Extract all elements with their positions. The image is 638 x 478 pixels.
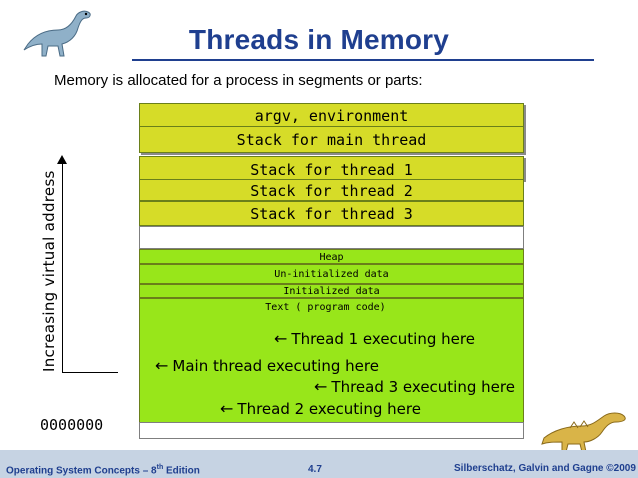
- footer-book-title: Operating System Concepts – 8th Edition: [6, 464, 200, 476]
- address-axis-base: [62, 372, 118, 373]
- footer-page-number: 4.7: [308, 464, 322, 475]
- dinosaur-icon: [540, 408, 632, 454]
- segment-stack-thread-1: Stack for thread 1: [139, 156, 524, 180]
- main-thread-marker: ←Main thread executing here: [155, 356, 379, 375]
- free-space: [139, 226, 524, 249]
- thread-1-marker: ←Thread 1 executing here: [274, 329, 475, 348]
- segment-uninitialized-data: Un-initialized data: [139, 264, 524, 284]
- thread-1-label: Thread 1 executing here: [291, 330, 475, 348]
- slide-title: Threads in Memory: [188, 24, 450, 55]
- arrow-left-icon: ←: [314, 377, 328, 396]
- arrow-left-icon: ←: [155, 356, 169, 375]
- base-address: 0000000: [40, 416, 104, 434]
- segment-heap: Heap: [139, 249, 524, 264]
- segment-text-label: Text ( program code): [265, 302, 386, 313]
- title-underline: [132, 59, 594, 61]
- thread-2-label: Thread 2 executing here: [237, 400, 421, 418]
- arrow-up-icon: [57, 155, 67, 164]
- thread-2-marker: ←Thread 2 executing here: [220, 399, 421, 418]
- footer-book-title-superscript: th: [156, 464, 164, 471]
- thread-3-label: Thread 3 executing here: [331, 378, 515, 396]
- segment-stack-thread-3: Stack for thread 3: [139, 201, 524, 226]
- footer-book-title-main: Operating System Concepts – 8: [6, 465, 157, 477]
- address-axis-line: [62, 162, 63, 372]
- main-thread-label: Main thread executing here: [172, 357, 379, 375]
- dinosaur-icon: [18, 4, 102, 60]
- segment-argv-environment: argv, environment: [139, 103, 524, 127]
- intro-text: Memory is allocated for a process in seg…: [54, 72, 423, 89]
- segment-stack-main-thread: Stack for main thread: [139, 126, 524, 153]
- footer-book-title-tail: Edition: [163, 465, 200, 477]
- segment-initialized-data: Initialized data: [139, 284, 524, 298]
- segment-stack-thread-2: Stack for thread 2: [139, 179, 524, 201]
- footer-bar: [0, 450, 638, 478]
- segment-text: Text ( program code): [139, 298, 524, 423]
- address-axis-label: Increasing virtual address: [40, 170, 58, 372]
- arrow-left-icon: ←: [274, 329, 288, 348]
- arrow-left-icon: ←: [220, 399, 234, 418]
- footer-authors: Silberschatz, Galvin and Gagne ©2009: [454, 463, 636, 474]
- bottom-space: [139, 422, 524, 439]
- thread-3-marker: ←Thread 3 executing here: [314, 377, 515, 396]
